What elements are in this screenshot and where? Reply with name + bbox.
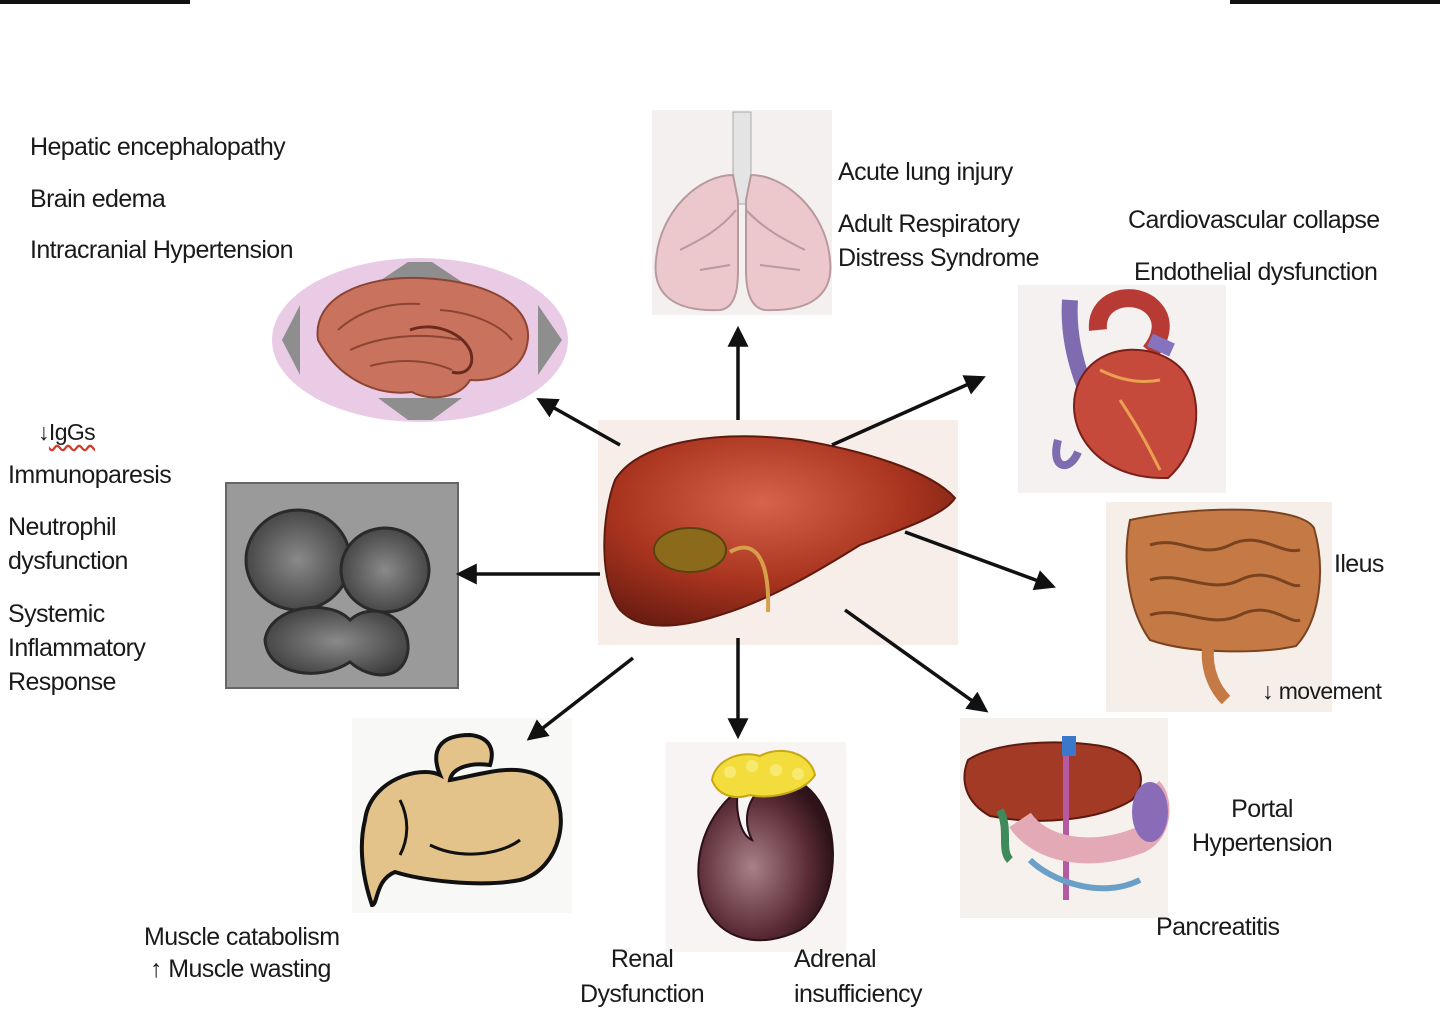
lung-effect-acute-injury: Acute lung injury	[838, 158, 1013, 186]
adrenal-line1: Adrenal	[794, 945, 877, 973]
liver-illustration	[598, 420, 958, 645]
immune-igg-label: ↓IgGs	[38, 415, 96, 449]
lungs-illustration	[652, 110, 832, 315]
pancreatitis: Pancreatitis	[1156, 913, 1280, 941]
heart-effect-cv-collapse: Cardiovascular collapse	[1128, 206, 1380, 234]
muscle-catabolism: Muscle catabolism	[144, 923, 340, 951]
igg-text: IgGs	[48, 419, 96, 445]
brain-effect-icp: Intracranial Hypertension	[30, 236, 294, 264]
muscle-wasting-text: Muscle wasting	[168, 955, 331, 983]
immune-neutrophil-line2: dysfunction	[8, 547, 128, 575]
renal-line1: Renal	[610, 945, 674, 973]
intestine-illustration	[1106, 502, 1332, 712]
immune-sirs-line2: Inflammatory	[8, 634, 146, 662]
portal-line2: Hypertension	[1191, 829, 1333, 857]
lung-effect-ards-line2: Distress Syndrome	[838, 244, 1040, 272]
muscle-illustration	[352, 718, 572, 913]
movement-text: movement	[1278, 678, 1382, 704]
renal-line2: Dysfunction	[579, 980, 705, 1008]
intestine-ileus: Ileus	[1334, 550, 1384, 578]
immune-sirs-line3: Response	[8, 668, 116, 696]
heart-illustration	[1018, 285, 1226, 493]
kidney-adrenal-illustration	[666, 742, 846, 952]
lung-effect-ards-line1: Adult Respiratory	[838, 210, 1020, 238]
up-arrow-icon: ↑	[150, 955, 163, 983]
immune-immunoparesis: Immunoparesis	[8, 461, 172, 489]
down-arrow-icon: ↓	[1262, 678, 1274, 704]
immune-neutrophil-line1: Neutrophil	[8, 513, 117, 541]
immune-cells-micrograph	[225, 482, 459, 689]
immune-sirs-line1: Systemic	[8, 600, 105, 628]
heart-effect-endothelial: Endothelial dysfunction	[1134, 258, 1378, 286]
brain-effect-encephalopathy: Hepatic encephalopathy	[30, 133, 286, 161]
muscle-wasting: ↑ Muscle wasting	[150, 952, 331, 986]
connection-arrows	[455, 325, 1056, 741]
portal-line1: Portal	[1231, 795, 1293, 823]
adrenal-line2: insufficiency	[794, 980, 923, 1008]
brain-illustration	[272, 258, 568, 422]
brain-effect-edema: Brain edema	[30, 185, 166, 213]
intestine-movement: ↓ movement	[1262, 674, 1382, 708]
pancreas-portal-illustration	[960, 718, 1170, 918]
down-arrow-icon: ↓	[38, 419, 50, 445]
